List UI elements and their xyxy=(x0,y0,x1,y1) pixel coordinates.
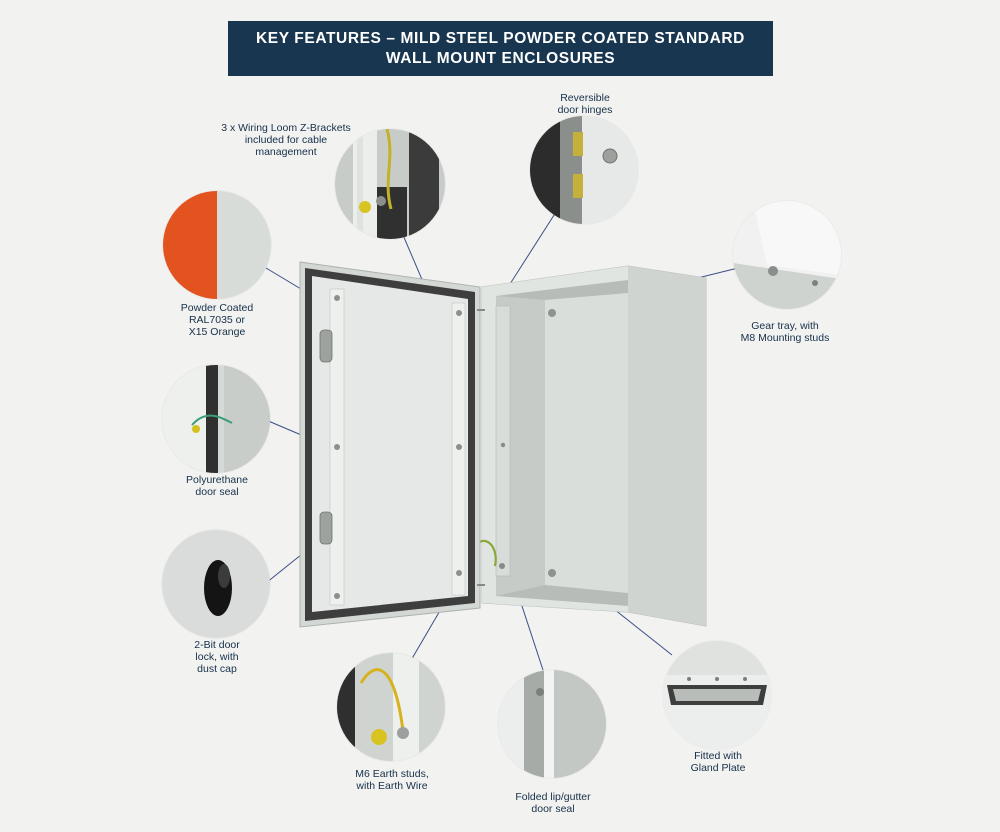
wiring-loom-detail xyxy=(335,129,445,239)
page-title: KEY FEATURES – MILD STEEL POWDER COATED … xyxy=(228,21,773,76)
callout-folded-lip: Folded lip/gutter door seal xyxy=(515,791,591,815)
callout-hinges: Reversible door hinges xyxy=(557,92,613,116)
callout-earth-studs: M6 Earth studs, with Earth Wire xyxy=(355,768,429,792)
title-line-2: WALL MOUNT ENCLOSURES xyxy=(385,49,616,67)
door-seal-detail xyxy=(162,365,270,473)
callout-powder-coat: Powder Coated RAL7035 or X15 Orange xyxy=(180,302,254,338)
folded-lip-detail xyxy=(498,670,606,778)
powder-coat-swatch-icon xyxy=(163,191,271,299)
callout-door-lock: 2-Bit door lock, with dust cap xyxy=(194,639,240,675)
callout-door-seal: Polyurethane door seal xyxy=(186,474,248,498)
lock-icon xyxy=(162,530,270,638)
earth-studs-detail xyxy=(337,653,445,761)
gland-plate-detail xyxy=(663,641,771,749)
callout-wiring-loom: 3 x Wiring Loom Z-Brackets included for … xyxy=(221,122,351,158)
leader-powder-coat xyxy=(265,267,307,293)
callout-gland-plate: Fitted with Gland Plate xyxy=(690,750,746,774)
enclosure-door xyxy=(299,261,485,628)
hinges-detail xyxy=(530,116,638,224)
enclosure-body xyxy=(466,265,707,627)
callout-gear-tray: Gear tray, with M8 Mounting studs xyxy=(740,320,830,344)
gear-tray-detail xyxy=(733,201,841,309)
leader-folded-lip xyxy=(519,599,544,671)
title-line-1: KEY FEATURES – MILD STEEL POWDER COATED … xyxy=(256,29,745,47)
leader-door-seal xyxy=(265,419,307,438)
